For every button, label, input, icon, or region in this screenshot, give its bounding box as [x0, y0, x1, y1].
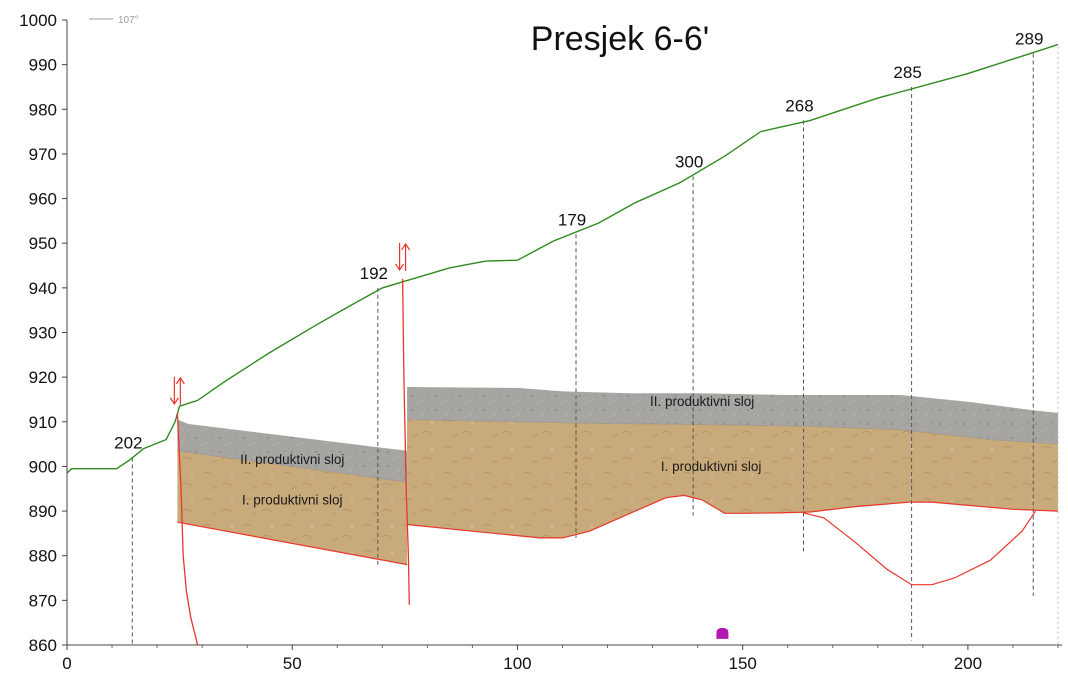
layer-boundary	[407, 419, 1059, 445]
fault-up-head-icon	[175, 376, 185, 385]
layer-label: II. produktivni sloj	[240, 452, 344, 467]
x-tick-label: 0	[62, 654, 71, 673]
borehole-192: 192	[360, 264, 388, 565]
fault-arrows-icon	[395, 242, 411, 272]
fault-down-head-icon	[169, 397, 179, 405]
layer-label: II. produktivni sloj	[650, 394, 754, 409]
borehole-300: 300	[675, 152, 703, 516]
layer-ii-fill	[177, 419, 408, 483]
borehole-label: 192	[360, 264, 388, 283]
layer-label: I. produktivni sloj	[661, 459, 762, 474]
borehole-label: 202	[114, 434, 142, 453]
borehole-label: 179	[558, 210, 586, 229]
y-tick-label: 960	[29, 190, 57, 209]
boreholes: 202 192 179 300 268 285 289	[114, 29, 1059, 645]
azimuth-label: 107°	[118, 15, 139, 26]
x-tick-label: 100	[503, 654, 531, 673]
x-tick-label: 200	[954, 654, 982, 673]
borehole-179: 179	[558, 210, 586, 538]
section-title: Presjek 6-6'	[531, 20, 709, 58]
fault-down-head-icon	[395, 263, 405, 272]
y-tick-label: 950	[29, 234, 57, 253]
fault-up-head-icon	[401, 242, 411, 251]
fault-line-1	[401, 278, 410, 605]
y-tick-label: 1000	[19, 11, 57, 30]
y-tick-label: 870	[29, 591, 57, 610]
block-0	[177, 419, 408, 566]
y-tick-label: 880	[29, 547, 57, 566]
x-tick-label: 50	[283, 654, 302, 673]
y-tick-label: 990	[29, 56, 57, 75]
terrain-profile-line	[66, 43, 1059, 474]
layer-ii-fill	[407, 387, 1059, 445]
layer-base-line	[177, 521, 408, 566]
layer-boundary	[177, 450, 408, 483]
layer-i-fill	[177, 450, 408, 565]
y-tick-label: 940	[29, 279, 57, 298]
borehole-label: 289	[1015, 29, 1043, 48]
layer-i-fill	[407, 419, 1059, 538]
y-tick-label: 910	[29, 413, 57, 432]
y-tick-label: 860	[29, 636, 57, 655]
borehole-285: 285	[893, 63, 922, 641]
fault-lines	[176, 278, 410, 646]
geological-blocks	[177, 387, 1059, 566]
y-tick-label: 970	[29, 145, 57, 164]
borehole-268: 268	[785, 96, 814, 552]
magenta-marker	[716, 627, 729, 639]
fault-line-0	[176, 412, 199, 646]
layer-base-line	[407, 494, 1059, 539]
axes: 1000990980970960950940930920910900890880…	[19, 11, 1062, 673]
borehole-289: 289	[1015, 29, 1043, 596]
fault-symbols	[169, 242, 411, 405]
y-tick-label: 890	[29, 502, 57, 521]
fault-arrows-icon	[169, 376, 185, 405]
block-1	[407, 387, 1059, 539]
borehole-label: 285	[893, 63, 921, 82]
y-tick-label: 900	[29, 457, 57, 476]
y-tick-label: 930	[29, 324, 57, 343]
borehole-202: 202	[114, 434, 143, 645]
layer-label: I. produktivni sloj	[242, 492, 343, 507]
y-tick-label: 920	[29, 368, 57, 387]
basin-base-line	[803, 510, 1036, 586]
borehole-label: 268	[785, 96, 813, 115]
x-tick-label: 150	[728, 654, 756, 673]
y-tick-label: 980	[29, 100, 57, 119]
borehole-label: 300	[675, 152, 703, 171]
